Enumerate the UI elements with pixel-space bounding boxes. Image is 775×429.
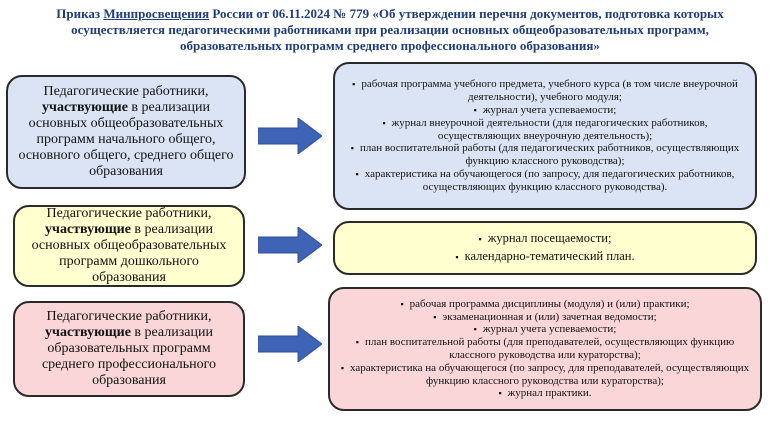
group-2-left-text: Педагогические работники, участвующие в … xyxy=(31,206,227,285)
group-2-left-box: Педагогические работники, участвующие в … xyxy=(13,205,245,287)
list-item: календарно-тематический план. xyxy=(343,248,747,266)
group-1-list: рабочая программа учебного предмета, уче… xyxy=(343,78,747,193)
group-3-left-bold: участвующие xyxy=(45,325,131,340)
list-item: журнал практики. xyxy=(338,387,752,400)
group-2-left-bold: участвующие xyxy=(45,222,131,237)
title-prefix: Приказ xyxy=(56,6,104,21)
group-2-list: журнал посещаемости; календарно-тематиче… xyxy=(343,230,747,266)
list-item: план воспитательной работы (для преподав… xyxy=(338,336,752,362)
list-item: экзаменационная и (или) зачетная ведомос… xyxy=(338,311,752,324)
group-1-left-bold: участвующие xyxy=(42,100,128,115)
group-1-left-box: Педагогические работники, участвующие в … xyxy=(6,75,246,189)
group-1-list-box: рабочая программа учебного предмета, уче… xyxy=(333,62,757,210)
list-item: журнал учета успеваемости; xyxy=(343,104,747,117)
group-3-left-text: Педагогические работники, участвующие в … xyxy=(41,309,217,388)
arrow-right-icon xyxy=(258,118,322,154)
list-item: рабочая программа учебного предмета, уче… xyxy=(343,78,747,104)
title-link[interactable]: Минпросвещения xyxy=(103,6,210,21)
group-1-left-text: Педагогические работники, участвующие в … xyxy=(18,84,234,179)
list-item: характеристика на обучающегося (по запро… xyxy=(343,168,747,194)
group-3-list-box: рабочая программа дисциплины (модуля) и … xyxy=(328,287,762,411)
page-title: Приказ Минпросвещения России от 06.11.20… xyxy=(40,6,740,54)
group-2-list-box: журнал посещаемости; календарно-тематиче… xyxy=(333,221,757,275)
list-item: план воспитательной работы (для педагоги… xyxy=(343,142,747,168)
group-3-left-box: Педагогические работники, участвующие в … xyxy=(13,301,245,397)
group-3-list: рабочая программа дисциплины (модуля) и … xyxy=(338,298,752,400)
list-item: характеристика на обучающегося (по запро… xyxy=(338,362,752,388)
list-item: журнал посещаемости; xyxy=(343,230,747,248)
arrow-right-icon xyxy=(258,326,322,362)
list-item: журнал учета успеваемости; xyxy=(338,323,752,336)
arrow-right-icon xyxy=(258,227,322,263)
title-rest: России от 06.11.2024 № 779 «Об утвержден… xyxy=(71,6,724,53)
list-item: журнал внеурочной деятельности (для педа… xyxy=(343,117,747,143)
list-item: рабочая программа дисциплины (модуля) и … xyxy=(338,298,752,311)
